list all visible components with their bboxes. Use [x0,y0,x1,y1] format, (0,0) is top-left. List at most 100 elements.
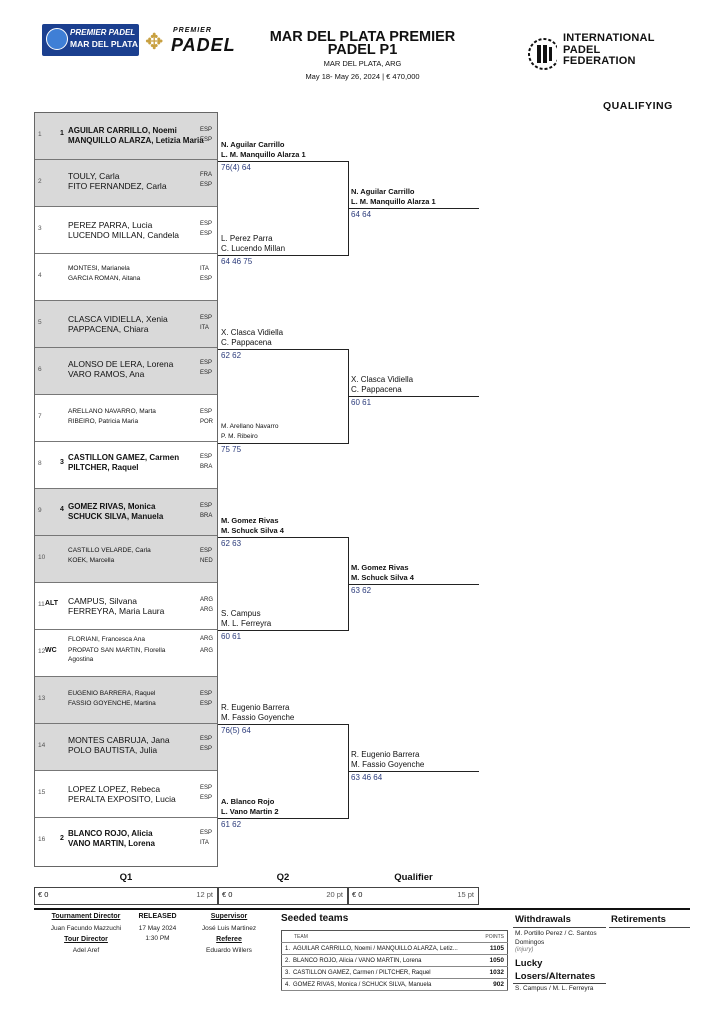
country-code: ARG [200,648,214,654]
winner-line1: N. Aguilar Carrillo [221,140,285,149]
winner-line2: M. L. Ferreyra [221,619,272,628]
supervisor-name: José Luis Martinez [201,925,257,932]
lucky-losers-title: Losers/Alternates [515,971,596,982]
draw-position: 16 [38,836,46,843]
seeded-row: 3.CASTILLON GAMEZ, Carmen / PILTCHER, Ra… [281,966,508,979]
player-name: LUCENDO MILLAN, Candela [68,230,180,240]
draw-position: 11 [38,601,45,608]
draw-position: 13 [38,695,46,702]
seeded-teams-title: Seeded teams [281,913,349,924]
released-label: RELEASED [138,913,177,920]
player-name: KOEK, Marcella [68,557,115,564]
player-name: FASSIO GOYENCHE, Martina [68,700,156,707]
draw-position: 12 [38,648,46,655]
country-code: ESP [200,701,213,707]
country-code: ESP [200,370,213,376]
player-name: FERREYRA, Maria Laura [68,606,165,616]
seed-tag: 1 [60,130,64,137]
player-name: PAPPACENA, Chiara [68,324,149,334]
player-name: MONTES CABRUJA, Jana [68,735,170,745]
country-code: ESP [200,746,213,752]
seeded-team: CASTILLON GAMEZ, Carmen / PILTCHER, Raqu… [293,969,431,976]
released-date: 17 May 2024 [138,925,177,932]
tournament-director-name: Juan Facundo Mazzuchi [50,925,122,932]
draw-box [34,112,218,867]
ranking-points: 20 pt [326,890,343,899]
player-name: BLANCO ROJO, Alicia [68,829,153,838]
country-code: ESP [200,137,213,143]
player-name: SCHUCK SILVA, Manuela [68,512,164,521]
match-score: 64 46 75 [221,257,253,266]
bracket-line [218,255,348,256]
sponsor-line1: PREMIER PADEL [70,28,136,37]
player-name: CASTILLON GAMEZ, Carmen [68,453,180,462]
seeded-points: 1050 [479,954,508,967]
winner-line2: M. Schuck Silva 4 [221,526,284,535]
referee-name: Eduardo Willers [206,947,252,954]
country-code: ARG [200,597,214,603]
match-score: 62 63 [221,539,242,548]
player-name: ARELLANO NAVARRO, Marta [68,408,156,415]
seeded-teams-table: TEAM POINTS 1.AGUILAR CARRILLO, Noemi / … [281,930,508,991]
draw-slot [34,817,218,864]
seed-number: 2. [285,957,291,964]
draw-slot [34,159,218,206]
player-name: MANQUILLO ALARZA, Letizia Maria [68,136,204,145]
country-code: ESP [200,736,213,742]
player-name: CASTILLO VELARDE, Carla [68,547,151,554]
qualifier-line2: M. Fassio Goyenche [351,760,425,769]
seeded-team: BLANCO ROJO, Alicia / VANO MARTIN, Loren… [293,957,422,964]
seeded-points: 1105 [479,942,508,955]
country-code: ESP [200,182,213,188]
country-code: BRA [200,464,213,470]
lucky-loser-entry: S. Campus / M. L. Ferreyra [515,985,594,992]
seeded-row: 2.BLANCO ROJO, Alicia / VANO MARTIN, Lor… [281,954,508,967]
bracket-line [218,724,348,725]
draw-slot [34,723,218,770]
draw-position: 15 [38,789,46,796]
seed-tag: ALT [45,600,59,607]
winner-line1: R. Eugenio Barrera [221,703,290,712]
bracket-line [348,771,479,772]
qualifier-line2: M. Schuck Silva 4 [351,573,414,582]
bracket-line [348,396,479,397]
seeded-points: 902 [479,978,508,991]
tournament-director-label: Tournament Director [51,913,121,920]
lucky-rule [513,983,606,984]
team-column-header: TEAM [281,930,480,943]
round-header: Q1 [34,869,218,888]
match-score: 61 62 [221,820,242,829]
round-header: Qualifier [348,869,479,888]
country-code: ESP [200,503,213,509]
player-name: PROPATO SAN MARTIN, Florella Agostina [68,647,166,663]
prize-money: € 0 [38,890,49,899]
player-name: LOPEZ LOPEZ, Rebeca [68,784,161,794]
country-code: BRA [200,513,213,519]
match-score: 60 61 [351,398,372,407]
seed-tag: 2 [60,835,64,842]
draw-position: 8 [38,460,42,467]
retirements-rule [609,927,690,928]
seed-tag: 4 [60,506,64,513]
sponsor-line2: MAR DEL PLATA P1 [70,39,151,49]
country-code: ESP [200,409,213,415]
seed-tag: WC [45,647,57,654]
round-header: Q2 [218,869,348,888]
player-name: EUGENIO BARRERA, Raquel [68,690,156,697]
withdrawal-entry-line2: Domingos [515,939,545,946]
match-score: 63 62 [351,586,372,595]
country-code: ESP [200,231,213,237]
qualifier-line1: M. Gomez Rivas [351,563,409,572]
country-code: ITA [200,840,209,846]
country-code: ESP [200,127,213,133]
draw-position: 9 [38,507,42,514]
draw-slot [34,535,218,582]
player-name: CAMPUS, Silvana [68,596,137,606]
country-code: ESP [200,221,213,227]
seeded-points: 1032 [479,966,508,979]
winner-line2: M. Fassio Goyenche [221,713,295,722]
lucky-title: Lucky [515,958,543,969]
country-code: ESP [200,548,213,554]
